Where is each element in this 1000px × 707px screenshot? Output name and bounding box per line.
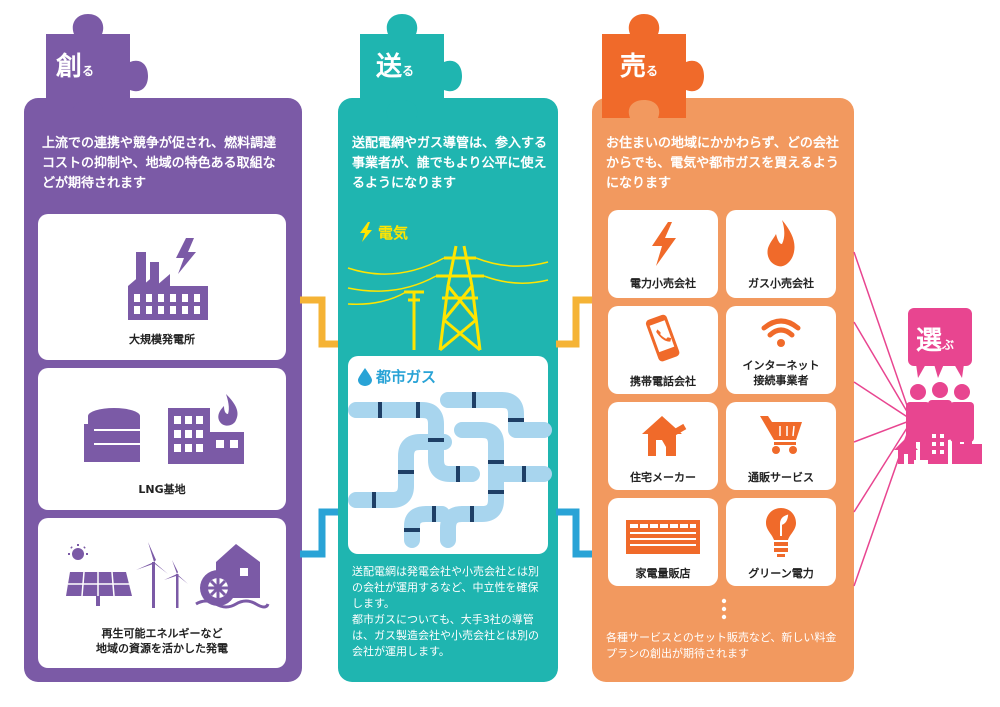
smartphone-icon	[645, 314, 680, 362]
sell-title-suffix: る	[646, 64, 659, 78]
more-dots-icon	[721, 598, 727, 620]
choose-badge	[908, 308, 972, 366]
consumers-icon	[894, 382, 982, 464]
retailer-label: 電力小売会社	[630, 277, 696, 290]
wind-turbine-icon	[136, 542, 188, 608]
sell-puzzle-icon	[602, 14, 704, 118]
store-icon	[626, 520, 700, 554]
flame-icon	[767, 220, 795, 267]
lng-terminal-card: LNG基地	[38, 368, 286, 510]
send-puzzle-icon	[360, 14, 462, 118]
create-title: 創	[56, 52, 83, 82]
gas-pipeline-icon	[348, 392, 552, 548]
retailer-label: 家電量販店	[635, 567, 691, 580]
choose-badge-tails	[916, 364, 964, 378]
sell-note: 各種サービスとのセット販売など、新しい料金プランの創出が期待されます	[606, 631, 837, 660]
lightning-icon	[652, 222, 676, 266]
retailer-label: 通販サービス	[748, 471, 814, 484]
sell-title: 売	[620, 52, 647, 82]
house-hammer-icon	[642, 416, 687, 456]
electricity-label: 電気	[378, 224, 409, 242]
retailer-card-gas: ガス小売会社	[726, 210, 836, 298]
wifi-icon	[761, 318, 801, 347]
retailer-card-online: 通販サービス	[726, 402, 836, 490]
send-description: 送配電網やガス導管は、参入する事業者が、誰でもより公平に使えるようになります	[352, 136, 548, 191]
connector-electricity-2	[556, 296, 596, 348]
create-description: 上流での連携や競争が促され、燃料調達コストの抑制や、地域の特色ある取組などが期待…	[42, 136, 277, 191]
lng-terminal-label: LNG基地	[138, 483, 186, 496]
choose-title: 選	[916, 326, 943, 356]
retailer-label: ガス小売会社	[748, 277, 814, 290]
retailer-label: 住宅メーカー	[630, 471, 696, 484]
connector-gas-2	[556, 508, 596, 558]
retailer-label: 携帯電話会社	[630, 375, 696, 388]
connector-gas	[300, 508, 344, 558]
send-title: 送	[376, 52, 403, 82]
choose-title-suffix: ぶ	[942, 338, 955, 352]
retailer-card-isp: インターネット 接続事業者	[726, 306, 836, 394]
send-title-suffix: る	[402, 64, 415, 78]
large-power-plant-label: 大規模発電所	[129, 333, 195, 346]
gas-plant-icon	[168, 394, 244, 464]
create-title-suffix: る	[82, 64, 95, 78]
renewable-energy-label: 再生可能エネルギーなど 地域の資源を活かした発電	[96, 627, 228, 655]
large-power-plant-card: 大規模発電所	[38, 214, 286, 360]
send-note: 送配電網は発電会社や小売会社とは別の会社が運用するなど、中立性を確保します。 都…	[352, 565, 539, 658]
retailer-card-appliance: 家電量販店	[608, 498, 718, 586]
retailer-label: グリーン電力	[748, 567, 814, 580]
retailer-card-electricity: 電力小売会社	[608, 210, 718, 298]
city-gas-label: 都市ガス	[376, 368, 437, 386]
renewable-energy-card: 再生可能エネルギーなど 地域の資源を活かした発電	[38, 518, 286, 668]
water-wheel-icon	[195, 544, 270, 609]
connector-electricity	[300, 296, 344, 348]
cart-icon	[760, 416, 802, 454]
factory-icon	[128, 238, 208, 320]
electricity-bolt-icon	[360, 222, 372, 242]
bulb-icon	[766, 508, 796, 557]
create-puzzle-icon	[46, 14, 148, 118]
retailer-card-green: グリーン電力	[726, 498, 836, 586]
retailer-label: インターネット 接続事業者	[742, 359, 820, 387]
solar-panel-icon	[66, 544, 132, 606]
gas-drop-icon	[358, 368, 372, 386]
sell-description: お住まいの地域にかかわらず、どの会社からでも、電気や都市ガスを買えるようになりま…	[606, 136, 839, 191]
power-transmission-icon	[347, 245, 549, 352]
retailer-card-mobile: 携帯電話会社	[608, 306, 718, 394]
lng-tank-icon	[84, 408, 140, 462]
retailer-card-house: 住宅メーカー	[608, 402, 718, 490]
